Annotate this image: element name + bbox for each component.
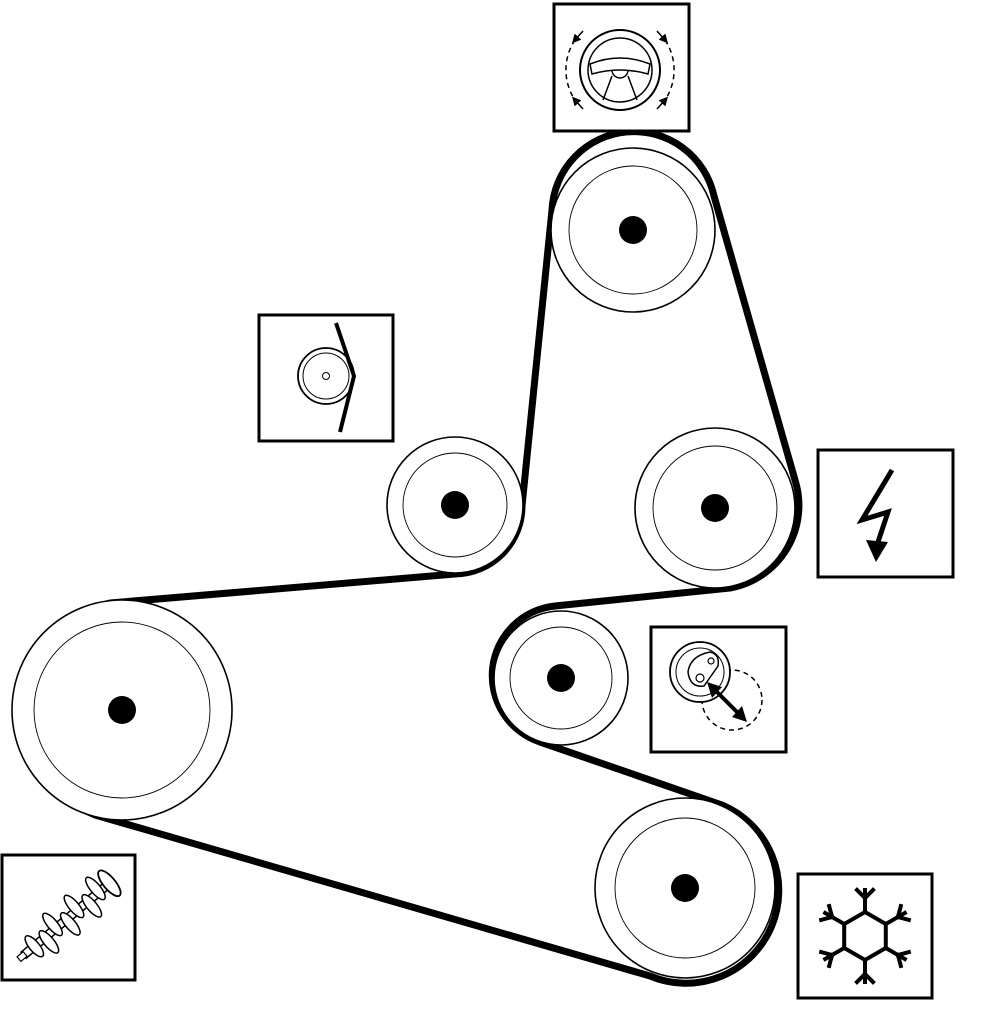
crankshaft-icon <box>0 853 137 982</box>
snowflake-icon <box>796 872 934 1000</box>
tensioner-icon <box>649 625 788 754</box>
lightning-bolt-icon <box>816 448 955 579</box>
pulley-ac-compressor <box>594 797 776 979</box>
pulley-power-steering <box>550 147 716 313</box>
idler-pulley-icon <box>257 313 395 443</box>
pulley-crankshaft <box>11 599 233 821</box>
steering-wheel-icon <box>552 2 691 133</box>
pulley-idler <box>386 436 524 574</box>
pulley-alternator <box>634 427 796 589</box>
pulley-tensioner <box>493 610 629 746</box>
